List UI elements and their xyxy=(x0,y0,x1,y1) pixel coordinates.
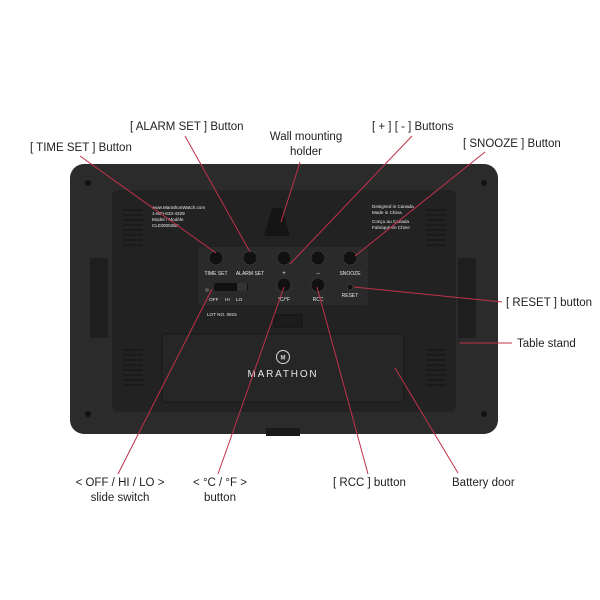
info-left-2: 1-800-833-4329 xyxy=(152,211,185,216)
callout-wall-mount: Wall mounting holder xyxy=(258,130,354,160)
snooze-button[interactable] xyxy=(342,250,358,266)
screw-bottom-left xyxy=(85,411,91,417)
small-latch xyxy=(273,314,303,328)
time-set-button[interactable] xyxy=(208,250,224,266)
marathon-logo-icon xyxy=(276,350,290,364)
callout-rcc: [ RCC ] button xyxy=(333,477,406,489)
screw-top-left xyxy=(85,180,91,186)
reset-label: RESET xyxy=(342,293,359,299)
temp-unit-label: °C/°F xyxy=(278,297,290,303)
switch-indicator xyxy=(205,288,209,292)
rcc-label: RCC xyxy=(313,297,324,303)
switch-off-label: OFF xyxy=(209,297,219,303)
callout-wall-mount-line1: Wall mounting xyxy=(269,131,343,143)
slide-switch-knob xyxy=(237,283,247,291)
callout-table-stand: Table stand xyxy=(517,338,576,350)
callout-plus-minus: [ + ] [ - ] Buttons xyxy=(372,121,454,133)
svg-text:M: M xyxy=(281,356,286,362)
info-left-1: www.MarathonWatch.com xyxy=(152,205,205,210)
alarm-set-button[interactable] xyxy=(242,250,258,266)
vent-grilles xyxy=(123,209,446,386)
minus-label: – xyxy=(316,271,320,277)
bottom-notch xyxy=(266,428,300,436)
callout-alarm-set: [ ALARM SET ] Button xyxy=(130,121,244,133)
alarm-set-label: ALARM SET xyxy=(236,271,264,277)
minus-button[interactable] xyxy=(310,250,326,266)
callout-slide-switch: < OFF / HI / LO > slide switch xyxy=(60,476,180,506)
info-left-3: Model / Modèle xyxy=(152,217,184,222)
callout-temp-unit-line1: < °C / °F > xyxy=(193,477,247,489)
snooze-label: SNOOZE xyxy=(339,271,361,277)
callout-slide-switch-line2: slide switch xyxy=(90,492,150,504)
callout-snooze: [ SNOOZE ] Button xyxy=(463,138,561,150)
screw-top-right xyxy=(481,180,487,186)
info-left-4: CL030052BK xyxy=(152,223,180,228)
table-stand-left[interactable] xyxy=(90,258,108,338)
battery-door[interactable] xyxy=(161,333,405,403)
plus-button[interactable] xyxy=(276,250,292,266)
callout-temp-unit-line2: button xyxy=(204,492,236,504)
info-right-2: Made in China xyxy=(372,210,402,215)
temp-unit-button[interactable] xyxy=(276,277,292,293)
switch-lo-label: LO xyxy=(236,297,243,303)
time-set-label: TIME SET xyxy=(204,271,227,277)
callout-slide-switch-line1: < OFF / HI / LO > xyxy=(75,477,165,489)
lot-number: LOT NO. 0815 xyxy=(207,312,237,317)
callout-reset: [ RESET ] button xyxy=(506,297,593,309)
callout-wall-mount-line2: holder xyxy=(290,146,322,158)
leader-lines xyxy=(79,135,512,475)
reset-button[interactable] xyxy=(346,283,354,291)
switch-hi-label: HI xyxy=(225,297,230,303)
screw-bottom-right xyxy=(481,411,487,417)
callout-battery-door: Battery door xyxy=(452,477,515,489)
plus-label: + xyxy=(282,271,286,277)
brand-name: MARATHON xyxy=(248,369,319,380)
callout-temp-unit: < °C / °F > button xyxy=(180,476,260,506)
callout-time-set: [ TIME SET ] Button xyxy=(30,142,132,154)
info-right-1: Designed in Canada xyxy=(372,204,414,209)
info-right-4: Conçu au Canada xyxy=(372,219,409,224)
